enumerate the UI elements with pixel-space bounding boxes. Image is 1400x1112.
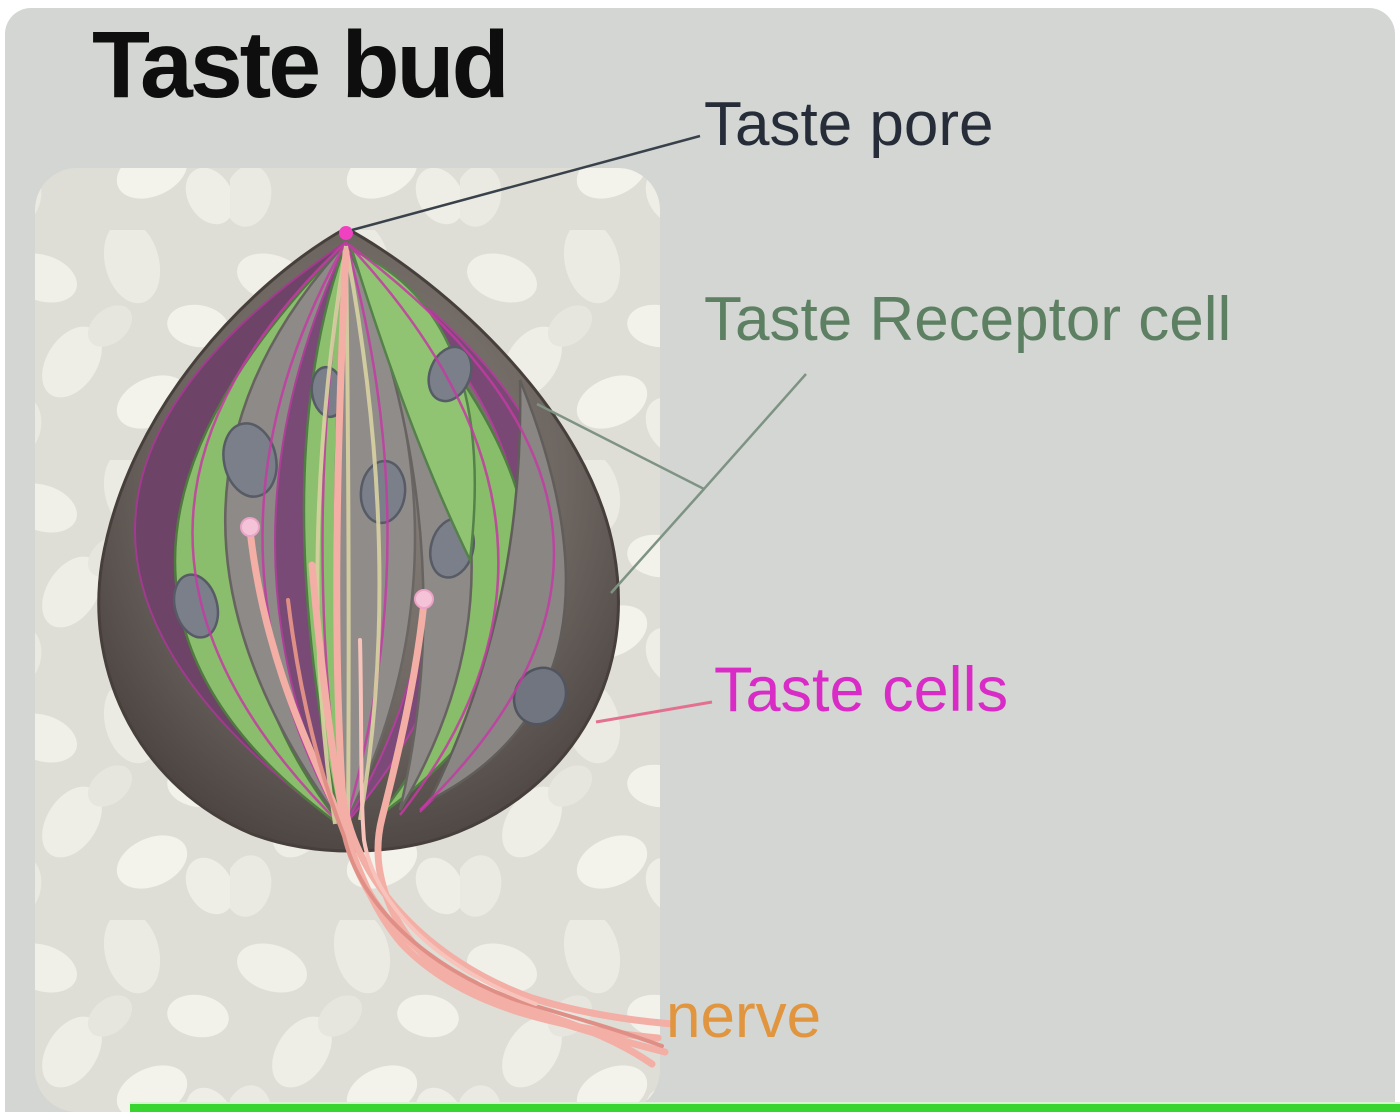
leader-line-taste-pore — [351, 134, 701, 232]
leader-lines — [351, 134, 807, 724]
nerve-fibers — [246, 248, 676, 1068]
label-taste-cells: Taste cells — [714, 655, 1009, 725]
leader-line-taste-receptor-cell — [536, 373, 807, 594]
label-taste-pore: Taste pore — [704, 90, 994, 159]
leader-line-taste-cells — [595, 700, 713, 724]
cell-nucleus — [222, 422, 278, 498]
taste-pore-dot — [339, 226, 353, 240]
page-title: Taste bud — [92, 12, 510, 118]
cell-nucleus — [427, 345, 473, 403]
bottom-green-strip — [130, 1102, 1400, 1112]
taste-bud-body — [97, 226, 676, 1068]
nerve-ending-dot — [240, 517, 260, 537]
label-taste-receptor-cell: Taste Receptor cell — [704, 285, 1232, 354]
bud-cells — [134, 241, 568, 831]
label-nerve: nerve — [666, 982, 822, 1051]
cream-strands — [315, 245, 382, 825]
nerve-ending-dot — [414, 589, 434, 609]
